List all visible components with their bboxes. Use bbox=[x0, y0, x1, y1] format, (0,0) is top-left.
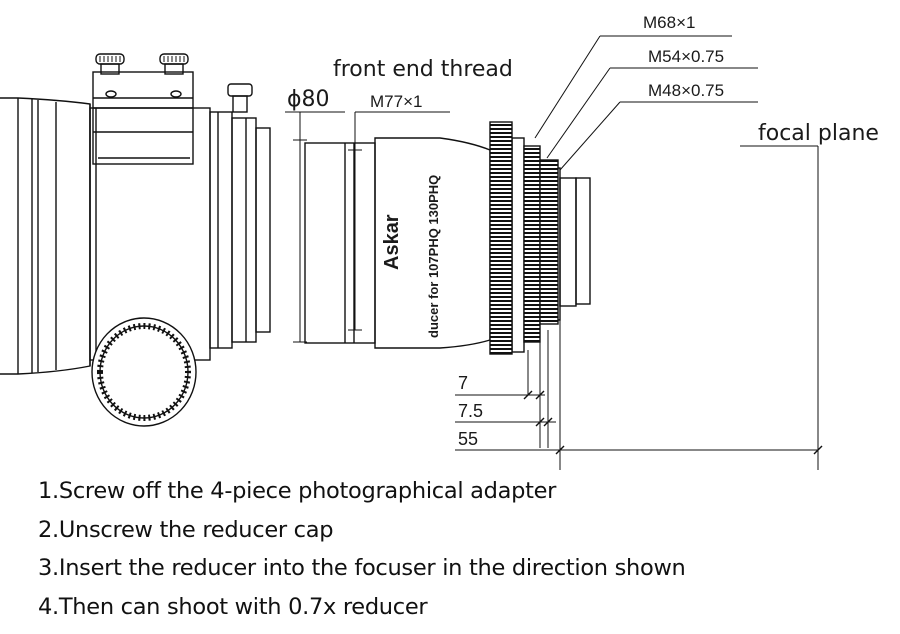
label-dim-7-5: 7.5 bbox=[458, 401, 483, 421]
label-front-end-thread: front end thread bbox=[333, 57, 513, 82]
reducer-knurled-ring bbox=[489, 121, 559, 355]
label-m77: M77×1 bbox=[370, 92, 422, 111]
label-m54: M54×0.75 bbox=[648, 47, 724, 66]
brand-label: Askar bbox=[381, 214, 403, 270]
label-m48: M48×0.75 bbox=[648, 81, 724, 100]
focuser-knob-knurl bbox=[97, 323, 191, 421]
label-m68: M68×1 bbox=[643, 13, 695, 32]
instruction-steps: 1.Screw off the 4-piece photographical a… bbox=[38, 474, 888, 628]
label-focal-plane: focal plane bbox=[758, 121, 879, 146]
dimension-lines bbox=[285, 35, 819, 470]
label-dim-7: 7 bbox=[458, 373, 468, 393]
step-2: 2.Unscrew the reducer cap bbox=[38, 516, 334, 543]
reducer-model-label: ducer for 107PHQ 130PHQ bbox=[426, 175, 441, 338]
focuser-body bbox=[0, 53, 271, 427]
step-1: 1.Screw off the 4-piece photographical a… bbox=[38, 478, 557, 504]
thumbscrew-knurl bbox=[99, 56, 185, 62]
step-4: 4.Then can shoot with 0.7x reducer bbox=[38, 593, 428, 620]
step-3: 3.Insert the reducer into the focuser in… bbox=[38, 555, 686, 581]
label-dim-55: 55 bbox=[458, 429, 478, 449]
label-diameter: ϕ80 bbox=[287, 87, 330, 112]
dimension-ticks bbox=[523, 390, 823, 455]
